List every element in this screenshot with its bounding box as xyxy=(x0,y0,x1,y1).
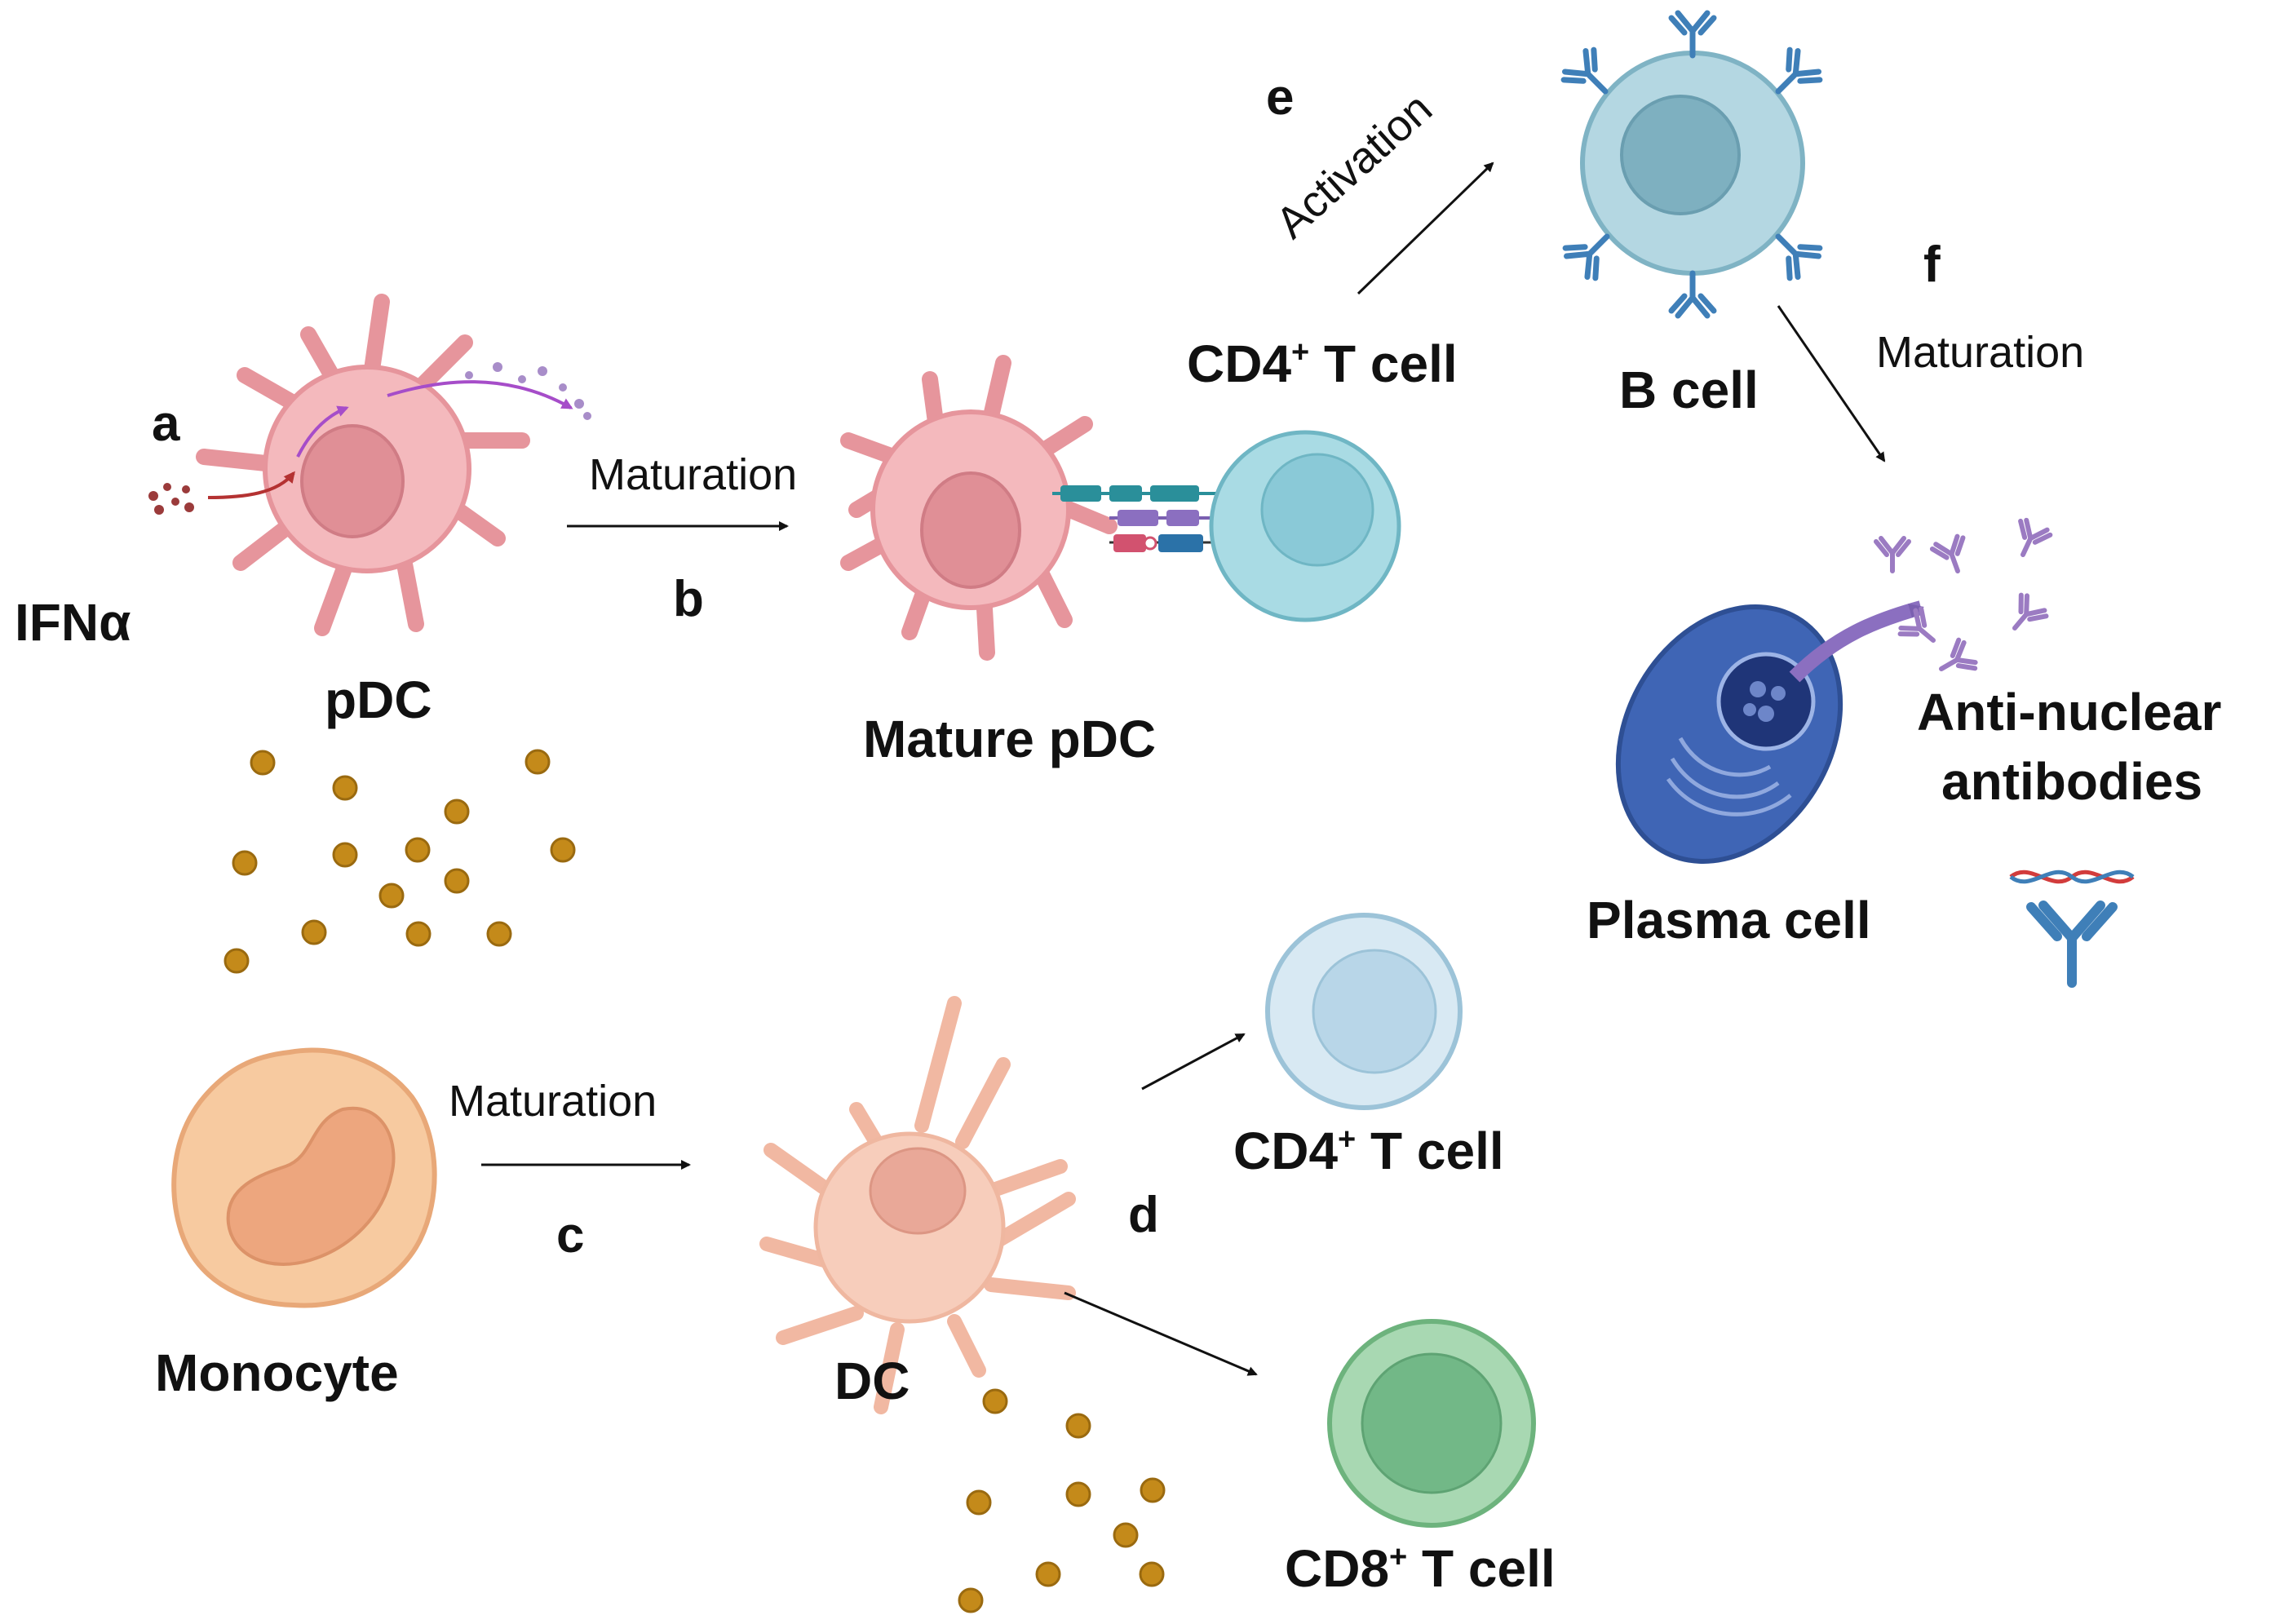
cytokine-dots-top xyxy=(224,749,576,974)
cytokine-dots-bottom xyxy=(958,1388,1166,1613)
ana-label-line1: Anti-nuclear xyxy=(1917,683,2221,741)
cd8-t-cell xyxy=(1327,1319,1536,1528)
pdc-label: pDC xyxy=(325,670,432,729)
antinuclear-antibody-icons xyxy=(1876,518,2051,683)
plasma-cell-label: Plasma cell xyxy=(1587,891,1871,949)
cd4-t-cell-top-label: CD4+ T cell xyxy=(1187,334,1458,393)
b-cell-label: B cell xyxy=(1619,361,1759,419)
arrows xyxy=(481,162,1886,1376)
maturation-label-f: Maturation xyxy=(1876,328,2084,377)
dc-cell xyxy=(759,996,1076,1414)
maturation-label-b: Maturation xyxy=(589,450,797,499)
arrow-d-cd8 xyxy=(1064,1291,1258,1376)
label-f: f xyxy=(1923,237,1941,293)
dna-antibody-icon xyxy=(2009,870,2135,988)
ifn-label: IFNα xyxy=(15,593,131,652)
monocyte-cell xyxy=(171,1047,437,1308)
label-e: e xyxy=(1266,69,1294,126)
dc-label: DC xyxy=(834,1352,910,1410)
cd4-t-cell-bottom xyxy=(1265,913,1463,1110)
mature-pdc-label: Mature pDC xyxy=(863,710,1156,768)
mature-pdc-cell xyxy=(840,355,1401,661)
pdc-cell xyxy=(148,294,591,636)
arrow-d-cd4 xyxy=(1141,1033,1246,1091)
label-a: a xyxy=(152,396,180,452)
ana-label-line2: antibodies xyxy=(1941,752,2202,811)
arrow-f xyxy=(1777,305,1886,462)
label-d: d xyxy=(1128,1187,1159,1243)
label-c: c xyxy=(556,1207,584,1263)
maturation-label-c: Maturation xyxy=(449,1077,657,1126)
b-cell xyxy=(1560,13,1823,316)
arrow-e xyxy=(1357,162,1494,295)
label-b: b xyxy=(673,571,704,627)
cd8-t-cell-label: CD8+ T cell xyxy=(1285,1539,1556,1598)
monocyte-label: Monocyte xyxy=(155,1343,399,1402)
plasma-cell xyxy=(1615,600,1924,864)
cd4-t-cell-bottom-label: CD4+ T cell xyxy=(1233,1122,1504,1180)
